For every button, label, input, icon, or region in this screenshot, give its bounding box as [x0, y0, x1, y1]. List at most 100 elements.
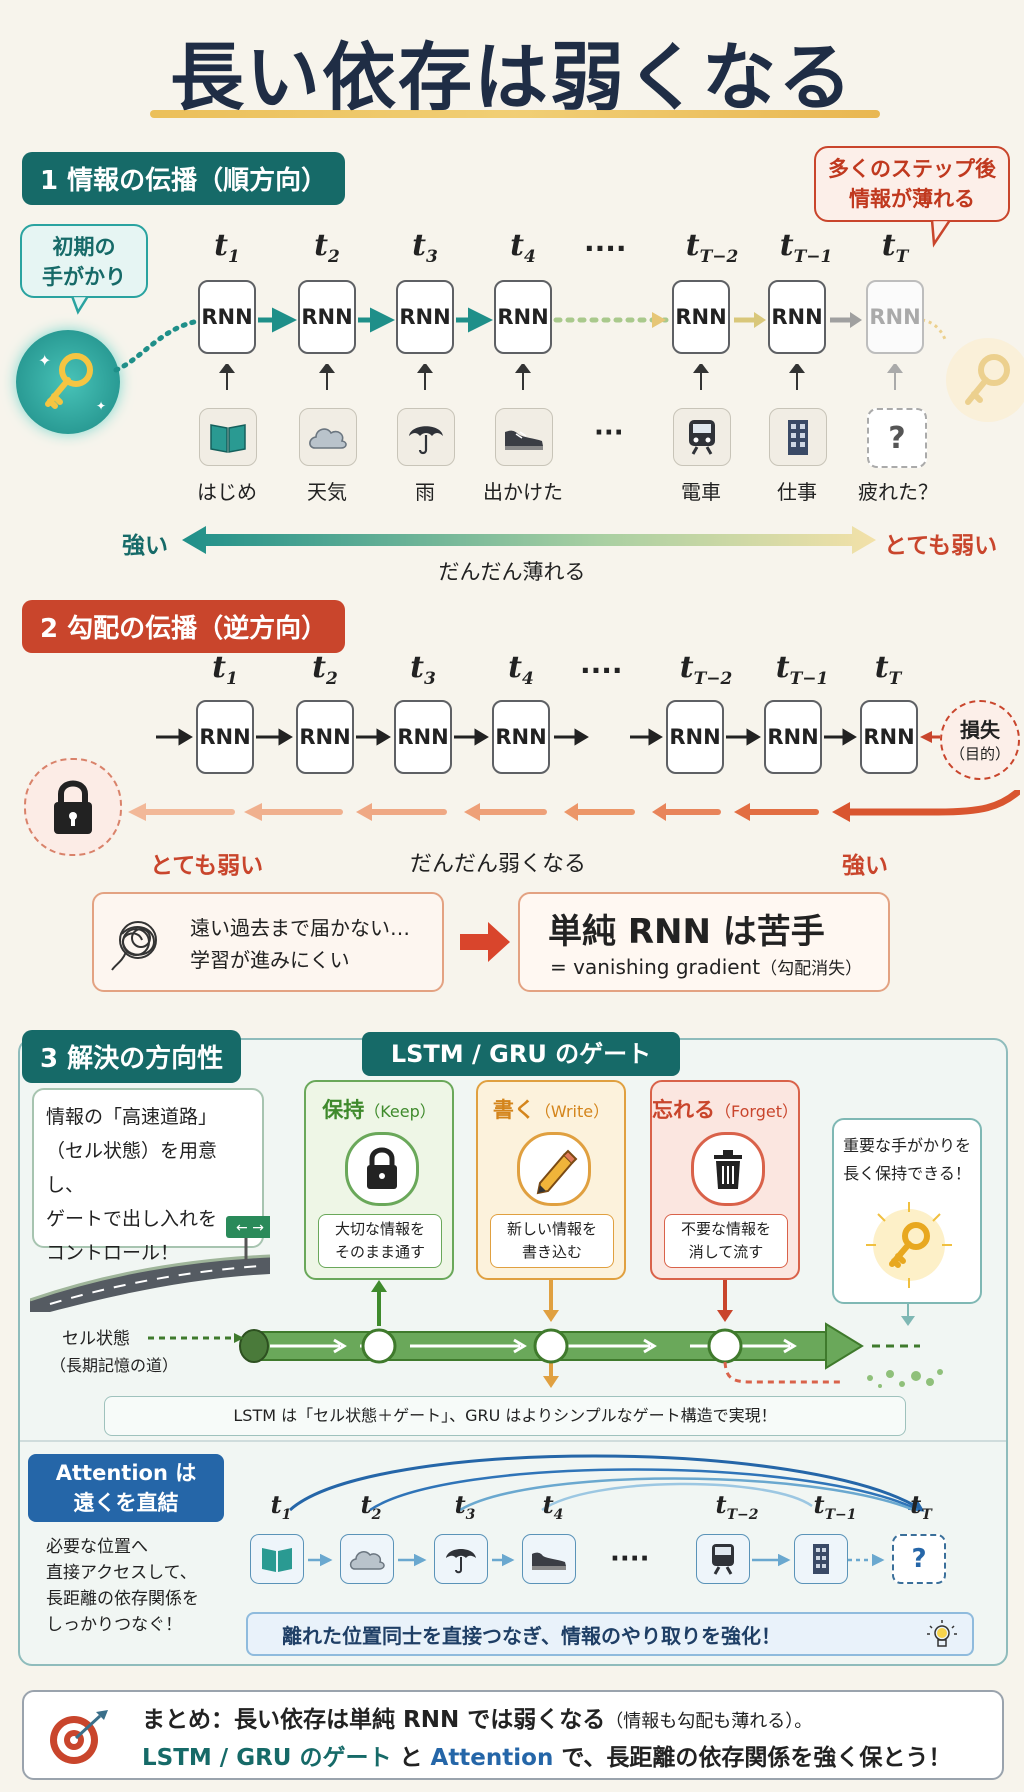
s2-rnn-4: RNN [492, 700, 550, 774]
loss-circle: 損失 （目的） [940, 700, 1020, 780]
umbrella-icon [397, 408, 455, 466]
s1-time-1: t1 [214, 228, 240, 267]
s1-fade-caption: だんだん薄れる [438, 560, 586, 584]
section1-label: 1 情報の伝播（順方向） [22, 152, 346, 205]
s1-rnn-3: RNN [396, 280, 454, 354]
cloud-icon [299, 408, 357, 466]
s2-rnn-3: RNN [394, 700, 452, 774]
s2-time-T-1: tT−1 [775, 650, 829, 689]
s2-rnn-T-1: RNN [764, 700, 822, 774]
highway-line-1: 情報の「高速道路」 [46, 1106, 218, 1128]
s1-rnn-T-1: RNN [768, 280, 826, 354]
att-train-icon [696, 1534, 750, 1584]
highway-box: 情報の「高速道路」 （セル状態）を用意し、 ゲートで出し入れを コントロール！ [32, 1088, 264, 1264]
attention-banner: 離れた位置同士を直接つなぎ、情報のやり取りを強化！ [246, 1612, 974, 1656]
keep-box-text: 重要な手がかりを長く保持できる！ [842, 1136, 971, 1183]
highway-line-2: （セル状態）を用意し、 [46, 1140, 218, 1196]
att-time-1: t1 [270, 1490, 292, 1523]
cell-state-line [239, 1322, 943, 1388]
att-seq-arrows [308, 1553, 885, 1567]
gate-write-title: 書く（Write） [492, 1098, 610, 1122]
attention-badge-line-1: Attention は [55, 1461, 197, 1485]
s1-time-4: t4 [510, 228, 536, 267]
s2-strong-label: 強い [842, 853, 888, 879]
att-book-icon [250, 1534, 304, 1584]
word-dekaketa: 出かけた [483, 480, 563, 504]
att-cloud-icon [340, 1534, 394, 1584]
attention-desc-line-1: 必要な位置へ [46, 1537, 148, 1557]
loss-sub-label: （目的） [949, 745, 1010, 763]
conclusion-sub: = vanishing gradient（勾配消失） [550, 955, 863, 979]
attention-badge-line-2: 遠くを直結 [73, 1491, 179, 1515]
problem-arrow [460, 922, 510, 962]
att-time-T: tT [910, 1490, 932, 1523]
lock-icon [54, 780, 92, 834]
lstm-footnote: LSTM は「セル状態＋ゲート」、GRU はよりシンプルなゲート構造で実現！ [104, 1396, 906, 1436]
gate-arrows [371, 1280, 733, 1388]
summary-box: まとめ：長い依存は単純 RNN では弱くなる（情報も勾配も薄れる）。 LSTM … [22, 1690, 1004, 1780]
page-title: 長い依存は弱くなる [170, 35, 854, 121]
word-tenki: 天気 [307, 480, 347, 504]
conclusion-box: 単純 RNN は苦手 = vanishing gradient（勾配消失） [518, 892, 890, 992]
s2-time-T-2: tT−2 [679, 650, 733, 689]
lock-circle [24, 758, 122, 856]
problem-line-2: 学習が進みにくい [190, 948, 350, 972]
att-umbrella-icon [434, 1534, 488, 1584]
attention-desc-line-4: しっかりつなぐ！ [46, 1615, 183, 1635]
att-time-3: t3 [454, 1490, 476, 1523]
word-densha: 電車 [681, 480, 721, 504]
svg-text:✦: ✦ [96, 399, 106, 413]
s1-time-2: t2 [314, 228, 340, 267]
word-shigoto: 仕事 [777, 480, 817, 504]
s1-weak-label: とても弱い [884, 533, 998, 559]
conclusion-main: 単純 RNN は苦手 [548, 912, 825, 952]
book-icon [199, 408, 257, 466]
gate-forget: 忘れる（Forget） 不要な情報を消して流す [650, 1080, 800, 1280]
gate-write: 書く（Write） 新しい情報を書き込む [476, 1080, 626, 1280]
shining-key-icon [866, 1202, 952, 1288]
s1-input-arrows [219, 364, 903, 390]
s2-forward-arrows [156, 728, 940, 746]
svg-text:✦: ✦ [38, 351, 51, 370]
att-building-icon [794, 1534, 848, 1584]
keep-box: 重要な手がかりを長く保持できる！ [832, 1118, 982, 1304]
cue-line-2: 手がかり [42, 265, 126, 289]
s1-input-ellipsis: ··· [594, 418, 624, 448]
s1-strength-arrow [182, 526, 876, 554]
gate-header: LSTM / GRU のゲート [362, 1032, 680, 1076]
attention-arcs [288, 1454, 925, 1512]
word-tsukareta: 疲れた？ [858, 480, 938, 504]
loss-label: 損失 [960, 718, 1000, 742]
s1-rnn-4: RNN [494, 280, 552, 354]
key-glow-circle: ✦ ✦ [16, 330, 120, 434]
section3-divider [20, 1440, 1006, 1442]
s2-rnn-T: RNN [860, 700, 918, 774]
att-time-4: t4 [542, 1490, 564, 1523]
cell-sub-label: （長期記憶の道） [50, 1356, 179, 1375]
gate-forget-desc: 不要な情報を消して流す [664, 1214, 788, 1268]
cell-label-arrow [148, 1333, 244, 1343]
question-icon: ? [867, 408, 927, 468]
word-ame: 雨 [415, 480, 435, 504]
att-time-T-2: tT−2 [715, 1490, 759, 1523]
s2-backward-arrows [128, 790, 1020, 822]
s2-time-T: tT [874, 650, 902, 689]
trash-icon [691, 1132, 765, 1206]
cell-label: セル状態 [62, 1329, 130, 1349]
s2-weak-label: とても弱い [150, 853, 264, 879]
title-underline [150, 110, 880, 118]
highway-line-4: コントロール！ [46, 1242, 180, 1264]
train-icon [673, 408, 731, 466]
faded-key-icon [946, 338, 1024, 422]
lock-icon [345, 1132, 419, 1206]
fade-bubble: 多くのステップ後 情報が薄れる [814, 146, 1010, 222]
fade-line-2: 情報が薄れる [849, 187, 975, 211]
s1-rnn-2: RNN [298, 280, 356, 354]
s1-time-T: tT [881, 228, 909, 267]
lightbulb-icon [927, 1620, 957, 1647]
att-question-icon: ? [892, 1534, 946, 1584]
cue-dotted-trail [113, 319, 197, 373]
s2-time-4: t4 [508, 650, 534, 689]
cue-line-1: 初期の [52, 235, 116, 259]
gate-write-desc: 新しい情報を書き込む [490, 1214, 614, 1268]
